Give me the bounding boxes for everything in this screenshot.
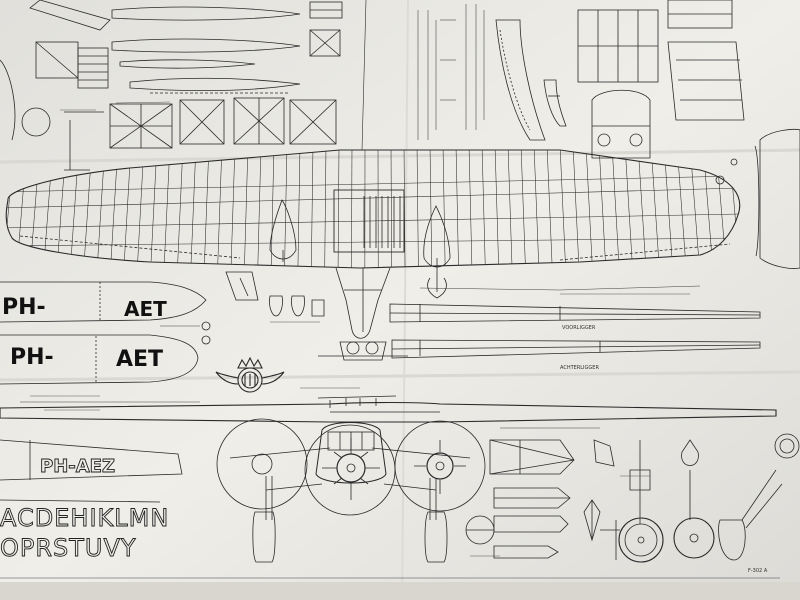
wing-rib-line	[637, 150, 647, 268]
wing-rib-line	[533, 150, 540, 268]
wing-rib-line	[494, 150, 500, 268]
wing-rib-line	[390, 150, 392, 268]
fuselage-side-detail	[495, 0, 800, 269]
annotation-column	[417, 4, 485, 140]
wing-rib-line	[468, 150, 473, 268]
fold-line	[0, 148, 800, 164]
wing-rib-line	[311, 150, 314, 268]
wing-rib-line	[507, 150, 513, 268]
wing-rib-line	[244, 150, 249, 268]
wing-rib-line	[481, 150, 486, 268]
side-view-registration: PH-AEZ	[40, 456, 115, 477]
wing-rib-line	[455, 150, 459, 268]
wing-rib-line	[520, 150, 526, 268]
wing-rib-line	[217, 150, 223, 268]
alphabet-line-1: ACDEHIKLMN	[0, 504, 169, 532]
klm-crown-logo	[215, 356, 285, 393]
fold-line	[0, 370, 800, 382]
wing-rib-line	[351, 150, 353, 268]
wing-rib-line	[324, 150, 327, 268]
wing-plan-view	[5, 149, 741, 299]
spar-drawings	[389, 303, 761, 359]
fuselage-side-panels	[0, 271, 325, 393]
wing-rib-line	[297, 150, 301, 268]
rib-details-group	[0, 0, 343, 141]
wing-rib-line	[163, 150, 171, 268]
registration-suffix-lower: AET	[116, 347, 163, 372]
landing-gear-details	[600, 433, 800, 563]
wing-rib-line	[403, 150, 406, 268]
wing-rib-line	[585, 150, 593, 268]
frame-details-group	[21, 97, 337, 171]
wing-rib-line	[203, 150, 210, 268]
side-view-lettering	[0, 439, 183, 503]
wing-rib-line	[337, 150, 340, 268]
annotation-strokes	[30, 101, 690, 557]
wing-rib-line	[429, 150, 433, 268]
alphabet-line-2: OPRSTUVY	[0, 534, 137, 562]
fuselage-plan-view	[318, 267, 408, 361]
wing-rib-line	[177, 150, 184, 268]
wing-rib-line	[270, 150, 275, 268]
registration-suffix-upper: AET	[124, 297, 167, 321]
plate-number: F-302 A	[748, 568, 768, 574]
wing-rib-line	[546, 150, 553, 268]
label-achterligger: ACHTERLIGGER	[560, 365, 599, 371]
registration-prefix-lower: PH-	[10, 345, 54, 370]
leader-lines	[0, 285, 780, 579]
wing-rib-line	[257, 150, 262, 268]
registration-prefix-upper: PH-	[2, 295, 46, 320]
wing-rib-line	[624, 150, 633, 268]
front-view	[0, 395, 777, 563]
label-voorligger: VOORLIGGER	[562, 325, 596, 331]
wing-rib-line	[442, 150, 446, 268]
wing-rib-line	[230, 150, 236, 268]
wing-rib-line	[416, 150, 419, 268]
wing-rib-line	[598, 150, 607, 268]
wing-rib-line	[611, 150, 620, 268]
wing-rib-line	[559, 150, 566, 268]
wing-spar-line	[6, 175, 740, 193]
wing-rib-line	[650, 150, 660, 268]
wing-rib-line	[572, 150, 580, 268]
wing-rib-line	[190, 150, 197, 268]
